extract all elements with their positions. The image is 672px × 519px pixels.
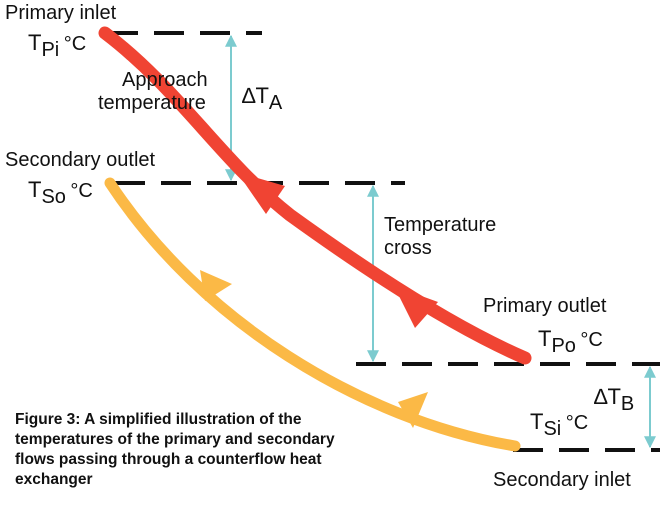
tsi-subscript: Si [543,418,562,440]
tso-symbol: T [28,177,42,202]
tso-subscript: So [41,186,66,208]
tso-label: TSo °C [28,177,93,208]
tsi-label: TSi °C [530,409,589,440]
primary-inlet-label: Primary inlet [5,2,117,24]
secondary-flow-curve [104,177,521,452]
tsi-unit: °C [565,412,589,434]
tpi-symbol: T [28,30,42,55]
primary-flow-arrowhead-upper [237,172,285,214]
dimension-arrows [225,34,656,449]
secondary-flow-arrowhead-lower [398,392,428,428]
delta-b-subscript: B [620,393,635,415]
primary-flow-curve [98,26,532,365]
approach-temperature-line2: temperature [98,92,206,114]
approach-temperature-line1: Approach [122,69,208,91]
delta-a-symbol: ∆T [242,83,269,108]
delta-a-subscript: A [268,92,283,114]
tpo-symbol: T [538,326,552,351]
secondary-flow-arrowhead-upper [200,270,232,301]
tpi-subscript: Pi [41,39,60,61]
tpo-label: TPo °C [538,326,603,357]
secondary-inlet-label: Secondary inlet [493,469,631,491]
tsi-symbol: T [530,409,544,434]
delta-b-label: ∆TB [594,384,634,415]
secondary-outlet-label: Secondary outlet [5,149,156,171]
temperature-cross-line2: cross [384,237,432,259]
primary-flow-arrowhead-lower [394,286,438,328]
tpo-subscript: Po [551,335,576,357]
delta-b-symbol: ∆T [594,384,621,409]
primary-outlet-label: Primary outlet [483,295,607,317]
tpi-label: TPi °C [28,30,87,61]
delta-a-label: ∆TA [242,83,282,114]
tso-unit: °C [70,180,93,202]
tpi-unit: °C [63,33,87,55]
temperature-cross-line1: Temperature [384,214,497,236]
figure-caption: Figure 3: A simplified illustration of t… [15,411,335,488]
tpo-unit: °C [580,329,603,351]
